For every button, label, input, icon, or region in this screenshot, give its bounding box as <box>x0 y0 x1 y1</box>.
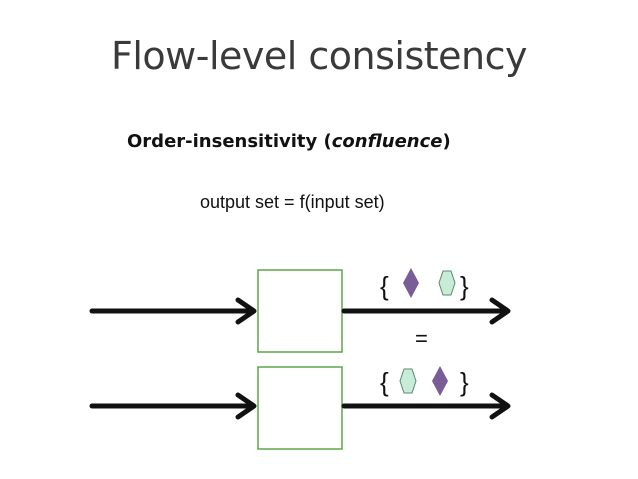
subtitle-emphasis: confluence <box>331 131 443 152</box>
formula: output set = f(input set) <box>200 192 385 212</box>
bottom-hexagon-icon <box>399 368 417 394</box>
slide-title: Flow-level consistency <box>110 34 528 78</box>
top-hexagon-icon <box>438 270 456 296</box>
top-diamond-icon <box>403 268 419 298</box>
bottom-close-brace: } <box>460 367 469 397</box>
subtitle: Order-insensitivity (confluence) <box>127 131 451 152</box>
top-open-brace: { <box>380 271 389 301</box>
bottom-input-arrowhead <box>235 392 257 420</box>
top-operator-box <box>257 269 343 353</box>
equals-sign: = <box>415 326 428 351</box>
bottom-open-brace: { <box>380 367 389 397</box>
top-close-brace: } <box>460 271 469 301</box>
bottom-operator-box <box>257 366 343 450</box>
top-output-arrowhead <box>489 297 511 325</box>
subtitle-suffix: ) <box>442 131 451 152</box>
bottom-output-arrowhead <box>489 392 511 420</box>
subtitle-prefix: Order-insensitivity ( <box>127 131 332 152</box>
top-input-arrowhead <box>235 297 257 325</box>
bottom-diamond-icon <box>432 366 448 396</box>
